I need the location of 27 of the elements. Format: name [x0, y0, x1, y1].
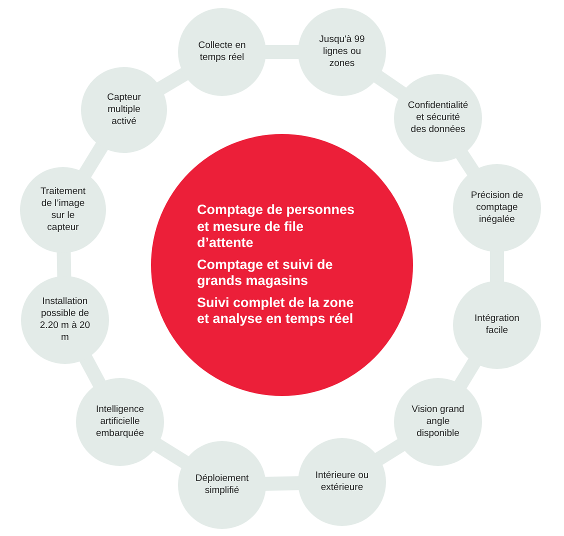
circle-label: Intégration facile [474, 313, 520, 337]
connector-line [264, 476, 300, 491]
connector-line [156, 68, 189, 95]
connector-line [78, 142, 108, 178]
circle-label: Jusqu'à 99 lignes ou zones [318, 34, 366, 70]
connector-line [79, 354, 106, 388]
circle-label: Confidentialité et sécurité des données [408, 100, 468, 136]
circle-label: Traitement de l’image sur le capteur [39, 186, 87, 234]
circle-label: Intérieure ou extérieure [314, 470, 370, 494]
circle-label: Précision de comptage inégalée [470, 190, 524, 226]
circle-label: Intelligence artificielle embarquée [94, 404, 146, 440]
circle-label: Déploiement simplifié [194, 473, 250, 497]
connector-line [490, 251, 504, 282]
connector-line [454, 358, 481, 389]
circle-label: Vision grand angle disponible [410, 404, 466, 440]
circle-label: Installation possible de 2.20 m à 20 m [38, 296, 92, 344]
connector-line [456, 150, 480, 176]
circle-heading: Comptage de personnes et mesure de file d’attente [197, 202, 356, 251]
circle-label: Collecte en temps réel [197, 40, 247, 64]
connector-line [374, 438, 406, 466]
connector-line [265, 45, 299, 59]
connector-line [152, 438, 190, 468]
connector-line [56, 252, 72, 278]
connector-line [373, 70, 407, 100]
circle-heading: Suivi complet de la zone et analyse en temps réel [197, 295, 355, 328]
circle-label: Capteur multiple activé [106, 92, 142, 128]
circle-heading: Comptage et suivi de grands magasins [197, 256, 334, 290]
